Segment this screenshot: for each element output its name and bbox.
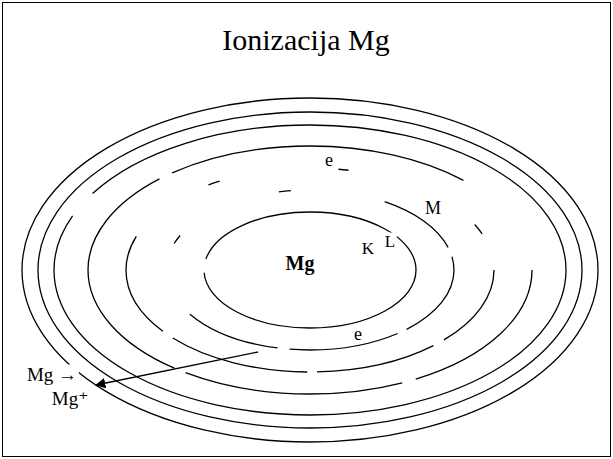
shell-label: M [423, 199, 443, 217]
shell-label: K [360, 240, 376, 257]
slide-title: Ionizacija Mg [222, 25, 389, 55]
electron-label: e [323, 151, 335, 169]
l-shell [166, 190, 454, 350]
outer-shell [54, 125, 566, 415]
shell-label: L [383, 233, 397, 250]
l-shell [126, 168, 494, 372]
ion-label: Mg⁺ [50, 389, 90, 408]
slide-frame [3, 3, 611, 457]
outer-shell [22, 98, 598, 442]
electron-label: e [352, 325, 364, 343]
m-shell [88, 146, 532, 394]
reaction-label: Mg → [25, 365, 79, 384]
ionization-arrow [96, 352, 258, 385]
outer-shell [38, 112, 582, 428]
nucleus-label: Mg [286, 253, 315, 273]
k-shell [204, 212, 416, 328]
